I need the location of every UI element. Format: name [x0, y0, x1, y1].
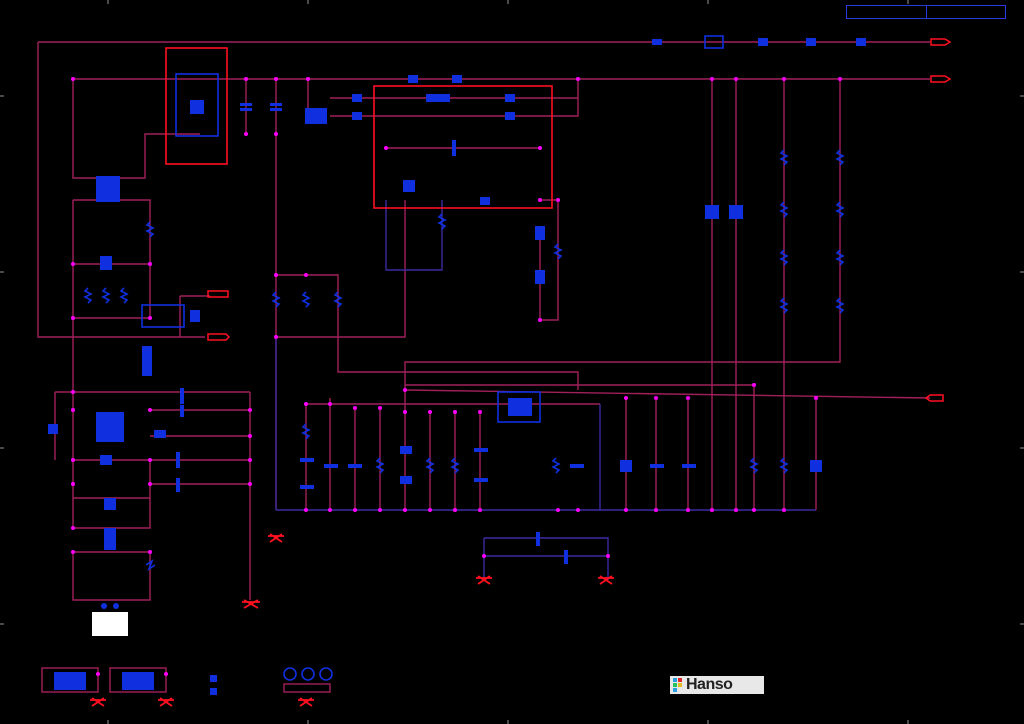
title-block-cell — [847, 6, 927, 18]
junctions — [71, 77, 842, 676]
components — [41, 35, 866, 695]
title-block-cell — [927, 6, 1006, 18]
ground-symbols — [90, 533, 614, 707]
highlight-blocks — [165, 47, 553, 209]
logo-mark-icon — [673, 678, 683, 692]
wires-alt — [275, 200, 816, 580]
logo-text: Hanso — [686, 676, 733, 693]
title-block — [846, 5, 1006, 19]
wires — [37, 41, 931, 601]
connectors — [207, 38, 952, 402]
company-logo: Hanso — [670, 676, 764, 694]
